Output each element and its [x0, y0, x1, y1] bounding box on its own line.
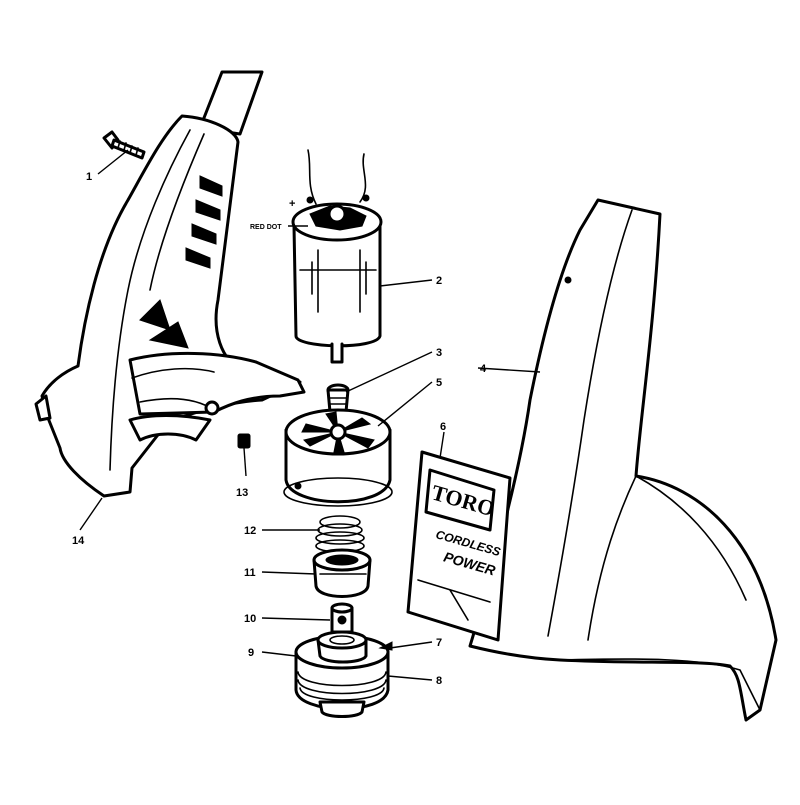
shaft-tube: [198, 70, 264, 136]
part-14-left-housing: [34, 70, 306, 498]
part-8-line-spool: [297, 671, 387, 718]
motor-body: [292, 224, 382, 348]
callout-12: 12: [244, 525, 256, 537]
housing-rim-inner: [149, 133, 205, 291]
housing-shell: [40, 114, 302, 498]
leader-lines: [79, 149, 541, 681]
decal-logo-box: [424, 468, 496, 532]
callout-4: 4: [480, 363, 487, 375]
part-10-spool-shaft: [330, 602, 354, 634]
motor-wire-1: [307, 149, 317, 205]
part-13-set-screw: [237, 433, 251, 449]
housing-clip: [34, 394, 52, 422]
housing-rim: [109, 129, 191, 471]
part-5-fan: [283, 408, 393, 507]
callout-2: 2: [436, 275, 442, 287]
part-3-coupler: [326, 383, 350, 414]
callout-3: 3: [436, 347, 442, 359]
callout-1: 1: [86, 171, 92, 183]
callout-10: 10: [244, 613, 256, 625]
housing-ribs: [139, 175, 223, 349]
callout-6: 6: [440, 421, 446, 433]
part-12-spring: [315, 515, 365, 553]
guard-shell: [468, 198, 778, 722]
part-7-line-tab: [378, 641, 393, 651]
callout-13: 13: [236, 487, 248, 499]
callout-8: 8: [436, 675, 442, 687]
callout-numbers: 1 2 3 4 5 6 7 8 9 10 11 12 13 14: [72, 171, 487, 687]
part-9-spool: [294, 630, 390, 711]
housing-fan-cradle: [128, 414, 212, 442]
part-6-decal: TORO CORDLESS POWER: [406, 450, 512, 642]
part-4-guard: [468, 198, 778, 722]
motor-shaft: [330, 342, 344, 364]
motor-wire-2: [359, 153, 367, 203]
plus-label: +: [289, 198, 295, 210]
callout-7: 7: [436, 637, 442, 649]
housing-screw-boss: [204, 400, 220, 416]
part-11-hub: [312, 548, 372, 598]
callout-11: 11: [244, 567, 256, 579]
red-dot-label: RED DOT: [250, 224, 282, 231]
part-1-screw: [102, 130, 146, 160]
callout-14: 14: [72, 535, 85, 547]
callout-9: 9: [248, 647, 254, 659]
part-2-motor: [291, 149, 383, 364]
callout-5: 5: [436, 377, 442, 389]
